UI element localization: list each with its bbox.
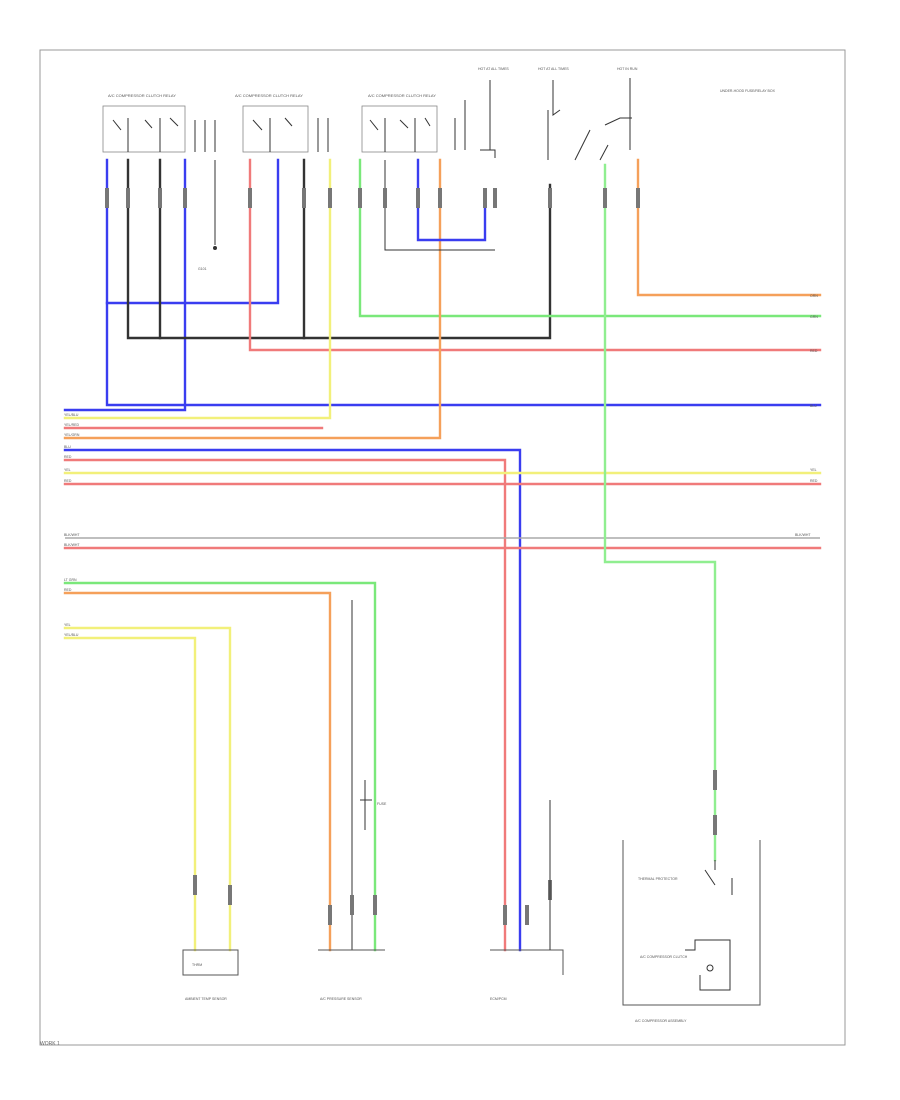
relay-2-label: A/C COMPRESSOR CLUTCH RELAY [235,93,303,98]
right-label-7: BLK/WHT [795,533,811,537]
underhood-box-label: UNDER-HOOD FUSE/RELAY BOX [720,89,776,93]
compressor-assembly: THERMAL PROTECTOR A/C COMPRESSOR CLUTCH … [622,840,761,1023]
wire-bus-lines [63,448,822,952]
right-label-1: ORN [810,294,818,298]
wire-pressure-sensor [63,581,377,952]
page-label: WORK 1 [40,1041,60,1047]
right-label-5: YEL [810,468,817,472]
wire-yellow-1 [63,158,332,420]
relay-switch-group-3: A/C COMPRESSOR CLUTCH RELAY [361,93,466,153]
right-label-4: BLU [810,404,817,408]
ambient-temp-sensor: THRM AMBIENT TEMP SENSOR [182,949,239,1001]
left-label-12: YEL [64,623,71,627]
diagram-frame [39,49,846,1046]
relay-3-label: A/C COMPRESSOR CLUTCH RELAY [368,93,436,98]
wire-black-group [126,158,552,340]
hot-label-2: HOT AT ALL TIMES [538,67,569,71]
wire-green-1 [358,158,822,318]
wire-ambient-sensor [63,626,232,952]
right-label-6: RED [810,479,818,483]
fuse-label: FUSE [377,802,387,806]
ecm-connector: ECM/PCM [490,800,564,1001]
relay-switch-group-1: A/C COMPRESSOR CLUTCH RELAY [102,93,216,153]
ambient-sensor-label: AMBIENT TEMP SENSOR [185,997,227,1001]
wire-green-2 [603,163,717,862]
connector-marks [105,188,717,925]
left-label-5: RED [64,455,72,459]
hot-label-1: HOT AT ALL TIMES [478,67,509,71]
ground-symbol: G101 [198,160,217,271]
ground-label: G101 [198,267,207,271]
relay-switch-group-2: A/C COMPRESSOR CLUTCH RELAY [235,93,329,153]
relay-1-label: A/C COMPRESSOR CLUTCH RELAY [108,93,176,98]
wire-blue-1 [63,158,822,412]
hot-in-run-group: HOT IN RUN UNDER-HOOD FUSE/RELAY BOX [574,67,776,161]
hot-in-run-label: HOT IN RUN [617,67,638,71]
wire-red-1 [248,158,822,352]
pressure-sensor-label: A/C PRESSURE SENSOR [320,997,362,1001]
left-wire-labels: YEL/BLU YEL/RED YEL/GRN BLU RED YEL RED … [64,413,80,637]
left-label-6: YEL [64,468,71,472]
pressure-sensor: FUSE A/C PRESSURE SENSOR [318,780,387,1001]
left-label-11: RED [64,588,72,592]
left-label-2: YEL/RED [64,423,79,427]
compressor-label: A/C COMPRESSOR ASSEMBLY [635,1019,687,1023]
ecm-label: ECM/PCM [490,997,507,1001]
left-label-8: BLK/WHT [64,533,80,537]
thermal-protector-label: THERMAL PROTECTOR [638,877,678,881]
left-label-1: YEL/BLU [64,413,79,417]
right-label-3: RED [810,349,818,353]
left-label-13: YEL/BLU [64,633,79,637]
right-wire-labels: ORN GRN RED BLU YEL RED BLK/WHT [795,294,818,537]
right-label-2: GRN [810,315,818,319]
left-label-10: LT GRN [64,578,77,582]
left-label-7: RED [64,479,72,483]
wire-orange-1 [63,158,822,440]
hot-at-all-times-group: HOT AT ALL TIMES HOT AT ALL TIMES [478,67,569,160]
ambient-sensor-inner: THRM [192,963,202,967]
left-label-9: BLK/WHT [64,543,80,547]
left-label-3: YEL/GRN [64,433,80,437]
clutch-label: A/C COMPRESSOR CLUTCH [640,955,688,959]
left-label-4: BLU [64,445,71,449]
